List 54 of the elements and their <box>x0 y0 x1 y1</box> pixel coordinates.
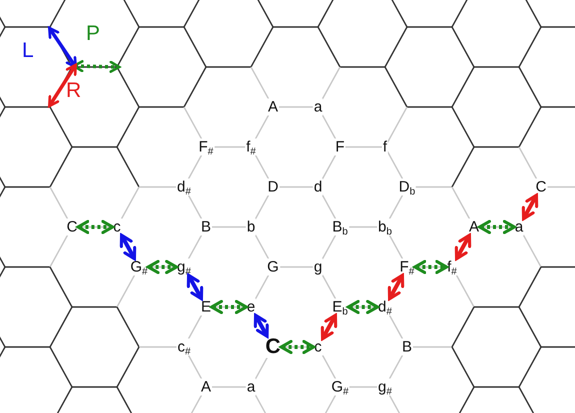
note-label: C <box>264 336 282 358</box>
note-label: g$_{#}$ <box>176 258 192 276</box>
note-label: B <box>401 338 413 356</box>
note-label: F$_{#}$ <box>198 138 214 156</box>
arrow <box>76 220 114 234</box>
arrow <box>280 340 316 354</box>
note-label: F$_{#}$ <box>398 258 416 276</box>
note-label: A <box>200 378 212 396</box>
note-label: g <box>312 258 324 276</box>
arrow <box>478 220 516 234</box>
note-label: E$_{b}$ <box>331 298 349 316</box>
legend-label: R <box>66 80 82 102</box>
note-label: G$_{#}$ <box>129 258 149 276</box>
note-label: c$_{#}$ <box>176 338 192 356</box>
note-label: b$_{b}$ <box>377 218 393 236</box>
legend-label: P <box>86 23 100 45</box>
note-label: d$_{#}$ <box>377 298 393 316</box>
note-label: e <box>246 298 256 316</box>
arrow <box>454 234 472 260</box>
arrow <box>254 314 269 338</box>
arrow <box>120 234 136 260</box>
note-label: C <box>66 218 78 236</box>
note-label: A <box>468 218 480 236</box>
note-label: B <box>200 218 212 236</box>
note-label: f$_{#}$ <box>446 258 458 276</box>
note-label: b <box>246 218 256 236</box>
note-label: G$_{#}$ <box>330 378 350 396</box>
arrow <box>146 260 178 274</box>
note-label: B$_{b}$ <box>331 218 349 236</box>
arrow <box>346 300 379 314</box>
note-label: a <box>312 98 324 116</box>
note-label: d$_{#}$ <box>176 178 192 196</box>
note-label: d <box>312 178 324 196</box>
legend-label: L <box>22 40 34 62</box>
note-label: D$_{b}$ <box>398 178 416 196</box>
note-label: f$_{#}$ <box>245 138 257 156</box>
note-label: c <box>313 338 323 356</box>
arrow <box>320 314 338 340</box>
arrow <box>210 300 248 314</box>
arrow <box>388 274 404 300</box>
note-label: G <box>266 258 280 276</box>
note-label: E <box>200 298 212 316</box>
note-label: g$_{#}$ <box>377 378 393 396</box>
note-label: a <box>514 218 524 236</box>
arrow <box>522 194 538 220</box>
note-label: f <box>382 138 388 156</box>
note-label: C <box>534 178 548 196</box>
note-label: F <box>334 138 346 156</box>
arrow <box>186 274 204 300</box>
note-label: c <box>112 218 122 236</box>
note-label: A <box>267 98 279 116</box>
note-label: a <box>246 378 256 396</box>
note-label: D <box>266 178 280 196</box>
arrow <box>413 260 448 274</box>
